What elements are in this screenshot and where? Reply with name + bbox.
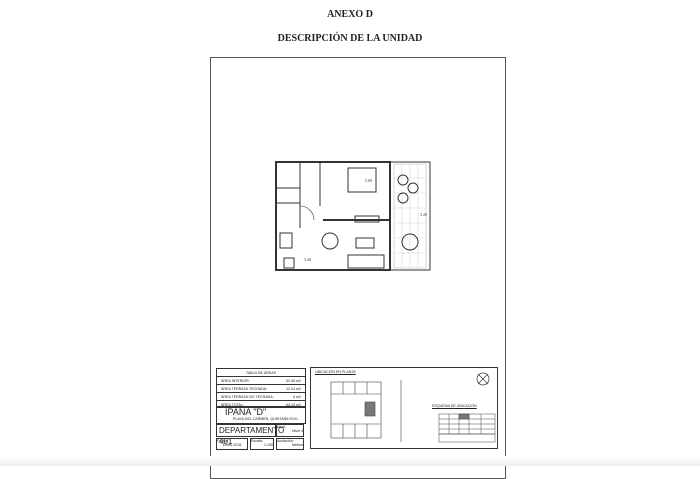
units-box: Acotación:Metros — [276, 438, 304, 450]
date-box: Fecha:Enero 2018 — [216, 438, 248, 450]
scale-box: Escala:1:100 — [250, 438, 274, 450]
location-box: UBICACIÓN EN PLANTA ESQUEMA DE UBICACIÓN — [310, 367, 498, 449]
unit-name: DEPARTAMENTO 401 — [216, 424, 284, 446]
area-value: 52.06 m2 — [286, 378, 301, 383]
area-value: 64.10 m2 — [286, 402, 301, 407]
north-arrow-icon — [476, 372, 490, 386]
scan-edge — [0, 456, 700, 466]
building-location-map — [330, 380, 402, 442]
area-label: ÁREA TERRAZA TECHADA: — [221, 386, 268, 391]
annex-title: ANEXO D — [327, 9, 373, 20]
dim-label: 5.00 — [365, 178, 372, 183]
area-label: ÁREA INTERIOR: — [221, 378, 250, 383]
project-name: IPANA "D" — [225, 407, 267, 417]
areas-title: TABLA DE ÁREAS — [217, 369, 305, 377]
floor-plan: 3.40 5.00 3.20 — [275, 161, 431, 271]
location-title: UBICACIÓN EN PLANTA — [315, 370, 356, 374]
schema-title: ESQUEMA DE UBICACIÓN — [432, 404, 477, 408]
area-value: 12.04 m2 — [286, 386, 301, 391]
annex-subtitle: DESCRIPCIÓN DE LA UNIDAD — [277, 33, 423, 44]
level-box: Nivel:Nivel 4 — [276, 424, 304, 437]
area-value: 0 m2 — [293, 394, 301, 399]
dim-label: 3.20 — [420, 212, 427, 217]
project-box: IPANA "D" PLAYA DEL CARMEN, QUINTANA ROO… — [216, 406, 306, 424]
area-label: ÁREA TOTAL: — [221, 402, 244, 407]
location-schema — [438, 413, 496, 443]
area-label: ÁREA TERRAZA NO TECHADA: — [221, 394, 274, 399]
dim-label: 3.40 — [304, 257, 311, 262]
areas-table: TABLA DE ÁREAS ÁREA INTERIOR: 52.06 m2 ÁR… — [216, 368, 306, 408]
project-location: PLAYA DEL CARMEN, QUINTANA ROO. — [233, 417, 299, 421]
